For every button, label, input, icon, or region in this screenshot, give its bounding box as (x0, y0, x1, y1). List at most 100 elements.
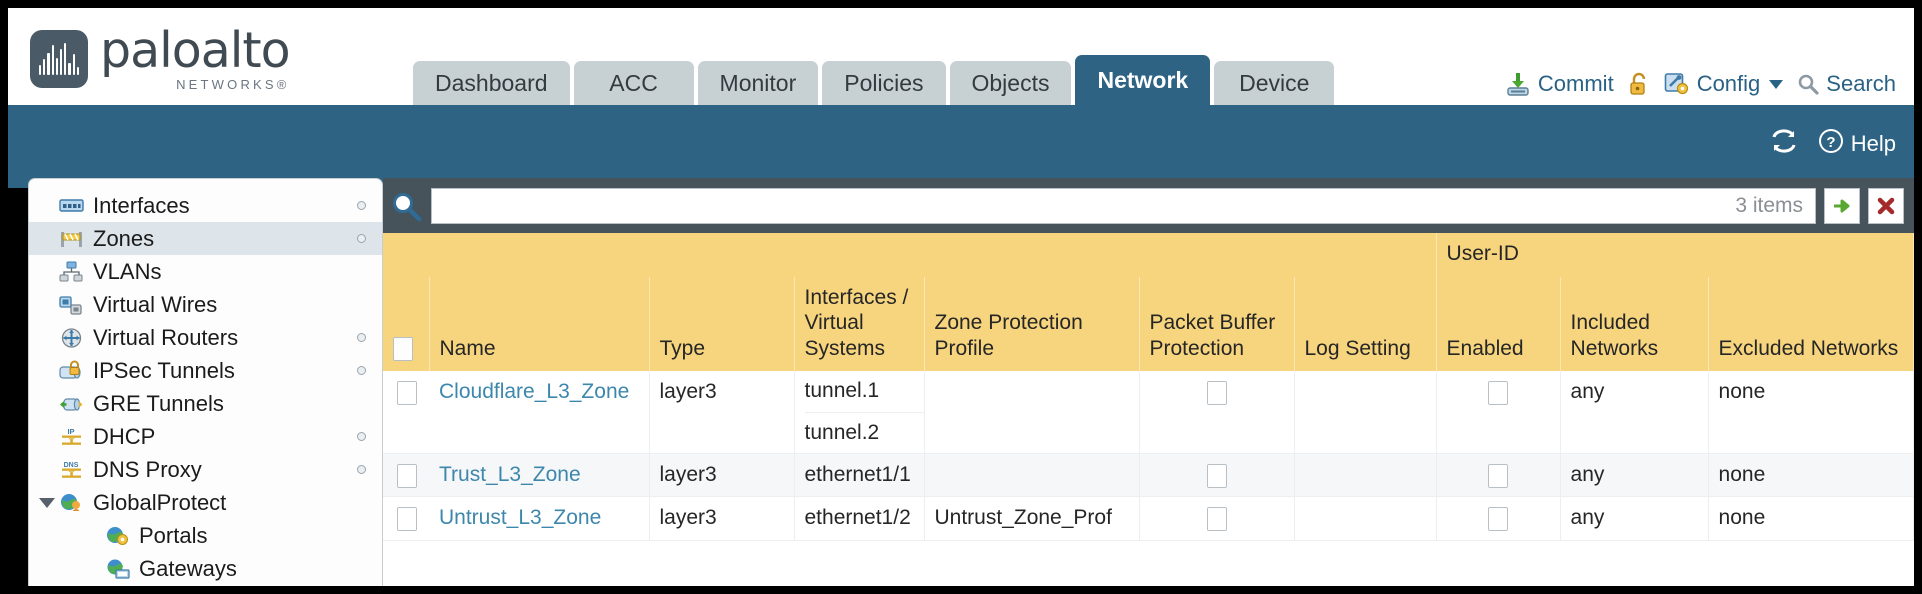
search-input-wrapper[interactable]: 3 items (431, 187, 1816, 224)
cell-packet-buffer-protection[interactable] (1139, 371, 1295, 455)
sidebar-item-gre-tunnels[interactable]: GRE Tunnels (29, 387, 382, 420)
table-row[interactable]: Cloudflare_L3_Zone layer3 tunnel.1 tunne… (383, 371, 1915, 455)
logo-bars (39, 42, 80, 75)
cell-type: layer3 (649, 371, 795, 455)
svg-text:?: ? (1826, 134, 1835, 151)
cell-name[interactable]: Untrust_L3_Zone (429, 496, 650, 541)
sidebar-item-virtual-wires[interactable]: Virtual Wires (29, 288, 382, 321)
table-row[interactable]: Trust_L3_Zone layer3 ethernet1/1 any (383, 453, 1915, 498)
cell-excluded-networks: none (1708, 453, 1915, 498)
col-name[interactable]: Name (429, 276, 650, 372)
status-dot (357, 234, 366, 243)
search-icon[interactable] (389, 189, 423, 223)
sidebar-item-vlans[interactable]: VLANs (29, 255, 382, 288)
table-row[interactable]: Untrust_L3_Zone layer3 ethernet1/2 Untru… (383, 496, 1915, 541)
sidebar-item-label: IPSec Tunnels (93, 357, 235, 383)
cell-excluded-networks: none (1708, 371, 1915, 455)
col-interfaces-virtual-systems[interactable]: Interfaces / Virtual Systems (794, 276, 925, 372)
col-packet-buffer-protection[interactable]: Packet Buffer Protection (1139, 276, 1295, 372)
tab-monitor[interactable]: Monitor (697, 61, 819, 105)
col-included-networks[interactable]: Included Networks (1560, 276, 1709, 372)
vlans-icon (59, 261, 84, 283)
col-excluded-networks[interactable]: Excluded Networks (1708, 276, 1915, 372)
sidebar-item-gateways[interactable]: Gateways (29, 552, 382, 585)
help-button[interactable]: ? Help (1817, 127, 1896, 161)
status-dot (357, 432, 366, 441)
search-icon (1797, 73, 1819, 95)
sidebar-item-globalprotect[interactable]: GlobalProtect (29, 486, 382, 519)
brand-subtitle: NETWORKS® (176, 77, 290, 92)
cell-zone-protection-profile: Untrust_Zone_Prof (924, 496, 1140, 541)
tab-acc[interactable]: ACC (573, 61, 694, 105)
apply-filter-button[interactable] (1824, 187, 1860, 224)
col-type[interactable]: Type (649, 276, 795, 372)
cell-name[interactable]: Cloudflare_L3_Zone (429, 371, 650, 455)
zone-name-link[interactable]: Cloudflare_L3_Zone (439, 380, 630, 404)
app-header: paloalto NETWORKS® Dashboard ACC Monitor… (8, 8, 1914, 105)
select-all-checkbox[interactable] (393, 337, 413, 362)
header-actions: Commit (1505, 71, 1896, 97)
zone-name-link[interactable]: Trust_L3_Zone (439, 463, 581, 487)
zone-name-link[interactable]: Untrust_L3_Zone (439, 506, 602, 530)
col-zone-protection-profile[interactable]: Zone Protection Profile (924, 276, 1140, 372)
col-log-setting[interactable]: Log Setting (1294, 276, 1437, 372)
sidebar-item-virtual-routers[interactable]: Virtual Routers (29, 321, 382, 354)
commit-label: Commit (1537, 71, 1614, 96)
table-column-header-row: Name Type Interfaces / Virtual Systems Z… (383, 276, 1915, 372)
tab-objects[interactable]: Objects (949, 61, 1072, 105)
cell-userid-enabled[interactable] (1436, 453, 1561, 498)
interface-entry: ethernet1/1 (804, 463, 911, 487)
clear-filter-button[interactable] (1868, 187, 1904, 224)
packet-buffer-protection-checkbox[interactable] (1206, 506, 1227, 531)
packet-buffer-protection-checkbox[interactable] (1206, 380, 1227, 405)
cell-log-setting (1294, 496, 1437, 541)
userid-enabled-checkbox[interactable] (1488, 463, 1509, 488)
commit-button[interactable]: Commit (1505, 71, 1614, 97)
cell-included-networks: any (1560, 371, 1709, 455)
packet-buffer-protection-checkbox[interactable] (1206, 463, 1227, 488)
config-lock-button[interactable] (1628, 72, 1650, 96)
brand-name: paloalto (100, 22, 291, 79)
refresh-icon[interactable] (1769, 128, 1799, 160)
cell-userid-enabled[interactable] (1436, 371, 1561, 455)
search-label: Search (1826, 71, 1896, 96)
userid-enabled-checkbox[interactable] (1488, 506, 1509, 531)
sidebar-item-ipsec-tunnels[interactable]: IPSec Tunnels (29, 354, 382, 387)
cell-userid-enabled[interactable] (1436, 496, 1561, 541)
row-checkbox[interactable] (397, 506, 417, 531)
sidebar-item-dhcp[interactable]: IP DHCP (29, 420, 382, 453)
cell-excluded-networks: none (1708, 496, 1915, 541)
cell-packet-buffer-protection[interactable] (1139, 496, 1295, 541)
zones-table: User-ID Name Type Interfaces / Virtual S… (383, 233, 1915, 541)
tab-device[interactable]: Device (1214, 61, 1335, 105)
main-tab-bar: Dashboard ACC Monitor Policies Objects N… (413, 55, 1335, 105)
sidebar-item-dns-proxy[interactable]: DNS DNS Proxy (29, 453, 382, 486)
row-select-cell[interactable] (383, 453, 429, 498)
cell-name[interactable]: Trust_L3_Zone (429, 453, 650, 498)
tab-dashboard[interactable]: Dashboard (413, 61, 570, 105)
cell-packet-buffer-protection[interactable] (1139, 453, 1295, 498)
portals-icon (105, 525, 130, 547)
cell-interfaces: tunnel.1 tunnel.2 (794, 371, 925, 455)
help-icon: ? (1817, 127, 1845, 161)
sidebar-item-interfaces[interactable]: Interfaces (29, 189, 382, 222)
tab-policies[interactable]: Policies (822, 61, 946, 105)
status-dot (357, 465, 366, 474)
chevron-down-icon[interactable] (39, 498, 55, 508)
userid-enabled-checkbox[interactable] (1488, 380, 1509, 405)
chevron-down-icon[interactable] (1769, 79, 1784, 89)
sidebar-item-portals[interactable]: Portals (29, 519, 382, 552)
tab-network[interactable]: Network (1075, 55, 1211, 105)
svg-text:IP: IP (67, 427, 74, 436)
row-checkbox[interactable] (397, 380, 417, 405)
sidebar-item-zones[interactable]: Zones (29, 222, 382, 255)
interface-entry: ethernet1/2 (804, 506, 911, 530)
config-menu[interactable]: Config (1664, 71, 1784, 97)
row-checkbox[interactable] (397, 463, 417, 488)
select-all-header[interactable] (383, 276, 430, 372)
svg-text:DNS: DNS (64, 462, 79, 469)
col-userid-enabled[interactable]: Enabled (1436, 276, 1561, 372)
row-select-cell[interactable] (383, 496, 429, 541)
row-select-cell[interactable] (383, 371, 429, 455)
search-button[interactable]: Search (1797, 71, 1896, 97)
